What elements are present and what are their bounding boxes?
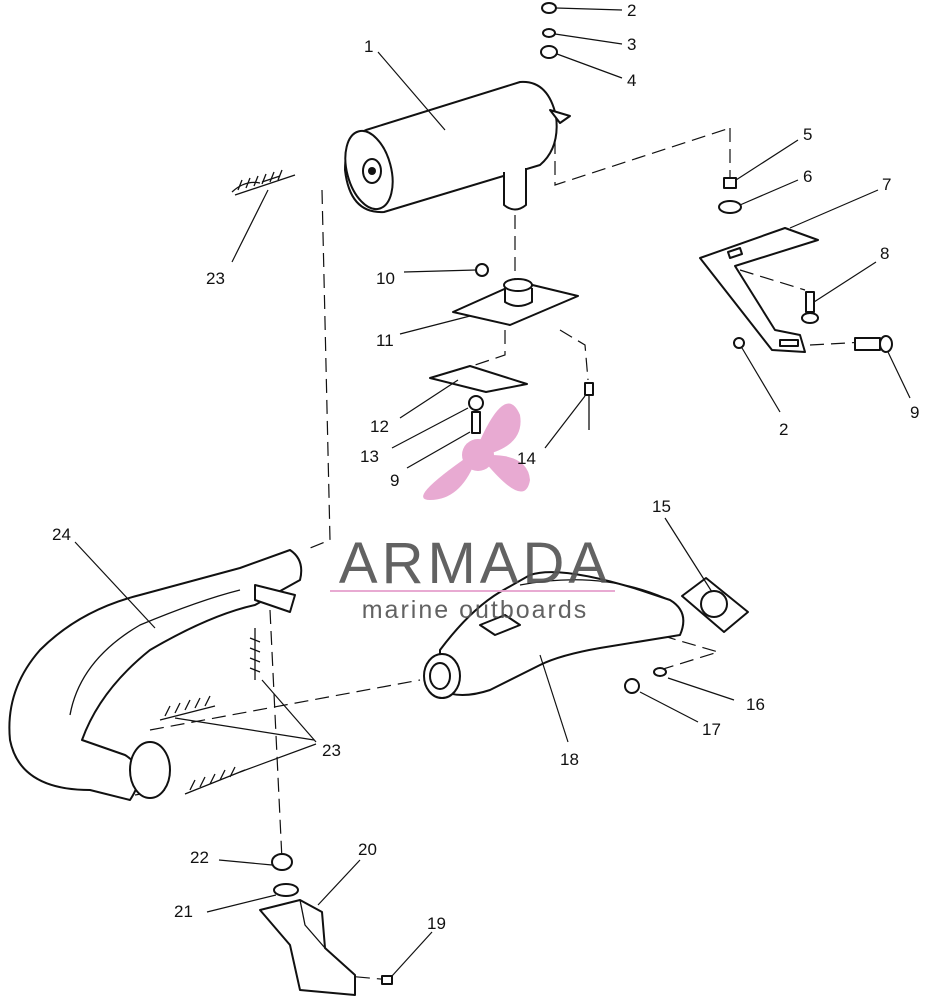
grommet-and-washer	[718, 177, 742, 214]
gasket-15	[681, 577, 749, 633]
callout-14: 14	[517, 449, 536, 468]
callout-7: 7	[882, 175, 891, 194]
callout-19: 19	[427, 914, 446, 933]
exhaust-manifold	[423, 571, 685, 699]
callout-1: 1	[364, 37, 373, 56]
flange-plate-assembly	[452, 263, 579, 326]
armada-watermark: ARMADA marine outboards	[330, 403, 615, 624]
callout-17: 17	[702, 720, 721, 739]
callout-11: 11	[376, 331, 394, 350]
callout-9-center: 9	[390, 471, 399, 490]
callout-15: 15	[652, 497, 671, 516]
bolt-19	[381, 975, 393, 985]
manifold-hardware	[624, 667, 667, 694]
springs	[159, 169, 296, 795]
expansion-chamber	[8, 549, 303, 801]
callout-3: 3	[627, 35, 636, 54]
bracket-7	[699, 227, 819, 353]
callout-9-right: 9	[910, 403, 919, 422]
callout-6: 6	[803, 167, 812, 186]
watermark-brand: ARMADA	[339, 531, 611, 596]
callout-18: 18	[560, 750, 579, 769]
watermark-underline	[330, 590, 615, 592]
callout-23-top: 23	[206, 269, 225, 288]
callout-5: 5	[803, 125, 812, 144]
muffler	[344, 80, 571, 214]
callout-16: 16	[746, 695, 765, 714]
watermark-tagline: marine outboards	[362, 596, 589, 624]
callout-8: 8	[880, 244, 889, 263]
muffler-top-hardware	[540, 2, 558, 59]
callouts: 1 2 3 4 5 6 7 8 9 2 10 11 12 13 9 14 15 …	[52, 1, 919, 933]
callout-21: 21	[174, 902, 193, 921]
leader-lines	[74, 7, 911, 977]
callout-10: 10	[376, 269, 395, 288]
callout-20: 20	[358, 840, 377, 859]
callout-22: 22	[190, 848, 209, 867]
callout-24: 24	[52, 525, 71, 544]
callout-23-bottom: 23	[322, 741, 341, 760]
callout-12: 12	[370, 417, 389, 436]
lower-grommet-and-washer	[271, 853, 299, 897]
propeller-logo	[423, 403, 530, 500]
callout-4: 4	[627, 71, 636, 90]
right-bracket-hardware	[733, 291, 893, 353]
bracket-20	[259, 899, 356, 996]
callout-13: 13	[360, 447, 379, 466]
callout-2-top: 2	[627, 1, 636, 20]
callout-2-right: 2	[779, 420, 788, 439]
support-plate-assembly	[429, 365, 594, 434]
